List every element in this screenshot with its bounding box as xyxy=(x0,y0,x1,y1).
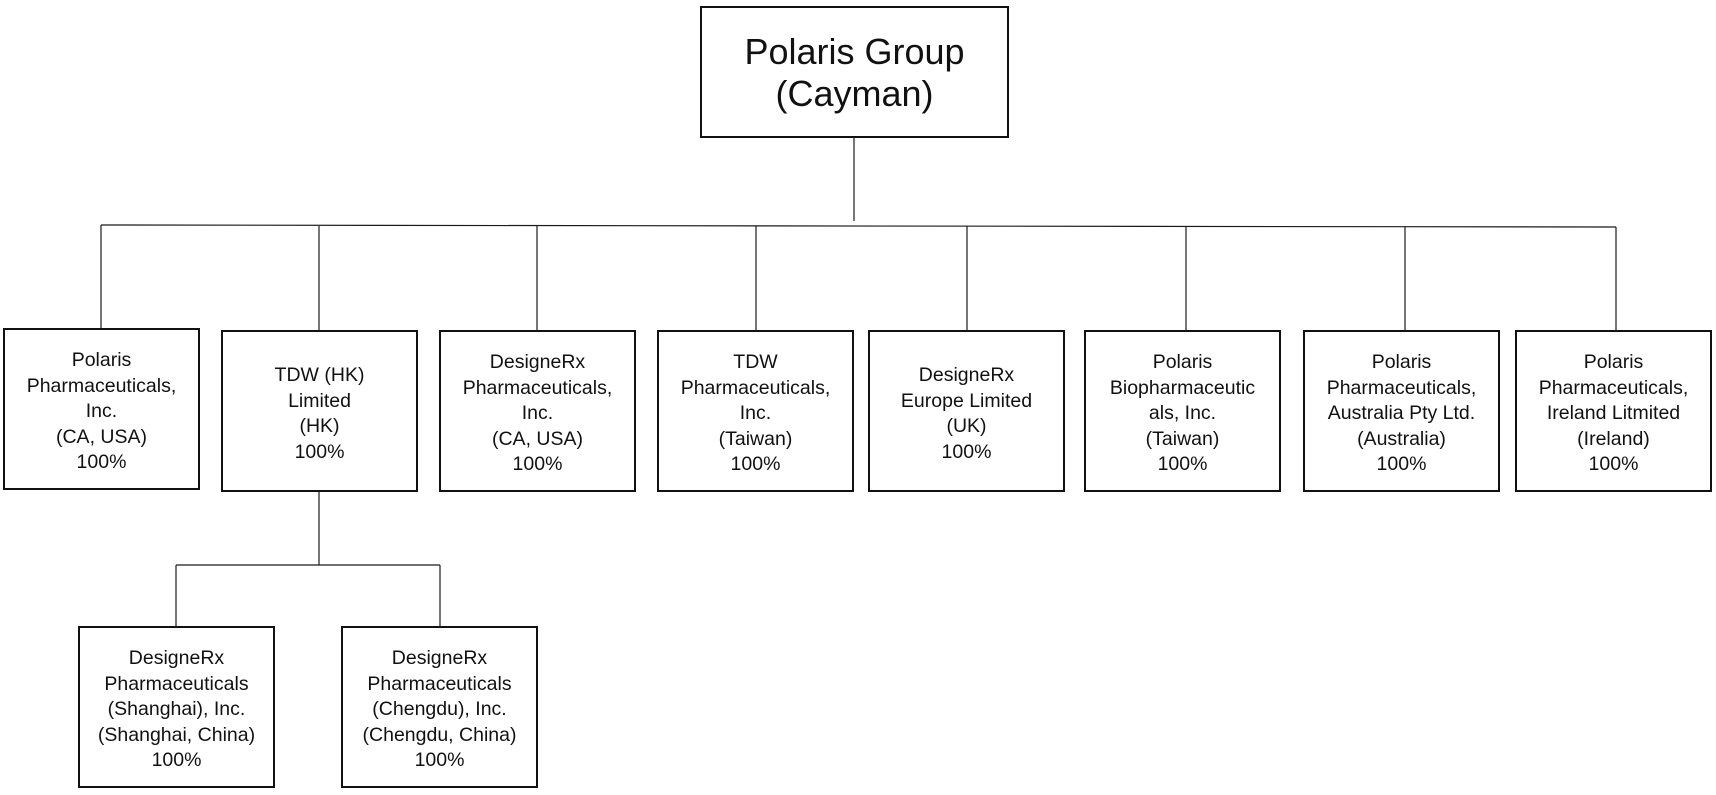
node-label: TDW (HK) Limited (HK) 100% xyxy=(274,364,365,463)
node-tdw-hk-limited: TDW (HK) Limited (HK) 100% xyxy=(221,330,418,492)
node-label: Polaris Group (Cayman) xyxy=(744,31,965,114)
node-polaris-pharmaceuticals-ireland: Polaris Pharmaceuticals, Ireland Litmite… xyxy=(1515,330,1712,492)
node-label: DesigneRx Pharmaceuticals (Shanghai), In… xyxy=(97,647,256,772)
node-designerx-europe-uk: DesigneRx Europe Limited (UK) 100% xyxy=(868,330,1065,492)
node-tdw-pharmaceuticals-taiwan: TDW Pharmaceuticals, Inc. (Taiwan) 100% xyxy=(657,330,854,492)
node-designerx-shanghai: DesigneRx Pharmaceuticals (Shanghai), In… xyxy=(78,626,275,788)
node-polaris-group-cayman: Polaris Group (Cayman) xyxy=(700,6,1009,138)
node-polaris-pharmaceuticals-australia: Polaris Pharmaceuticals, Australia Pty L… xyxy=(1303,330,1500,492)
node-label: DesigneRx Pharmaceuticals, Inc. (CA, USA… xyxy=(462,351,613,476)
node-designerx-chengdu: DesigneRx Pharmaceuticals (Chengdu), Inc… xyxy=(341,626,538,788)
node-polaris-biopharmaceuticals-taiwan: Polaris Biopharmaceutic als, Inc. (Taiwa… xyxy=(1084,330,1281,492)
node-label: Polaris Pharmaceuticals, Inc. (CA, USA) … xyxy=(26,349,177,474)
node-polaris-pharmaceuticals-usa: Polaris Pharmaceuticals, Inc. (CA, USA) … xyxy=(3,328,200,490)
node-designerx-pharmaceuticals-usa: DesigneRx Pharmaceuticals, Inc. (CA, USA… xyxy=(439,330,636,492)
node-label: DesigneRx Pharmaceuticals (Chengdu), Inc… xyxy=(362,647,517,772)
node-label: DesigneRx Europe Limited (UK) 100% xyxy=(900,364,1033,463)
node-label: Polaris Pharmaceuticals, Ireland Litmite… xyxy=(1538,351,1689,476)
node-label: Polaris Pharmaceuticals, Australia Pty L… xyxy=(1326,351,1477,476)
node-label: Polaris Biopharmaceutic als, Inc. (Taiwa… xyxy=(1109,351,1256,476)
node-label: TDW Pharmaceuticals, Inc. (Taiwan) 100% xyxy=(680,351,831,476)
main-bus xyxy=(100,224,1617,228)
